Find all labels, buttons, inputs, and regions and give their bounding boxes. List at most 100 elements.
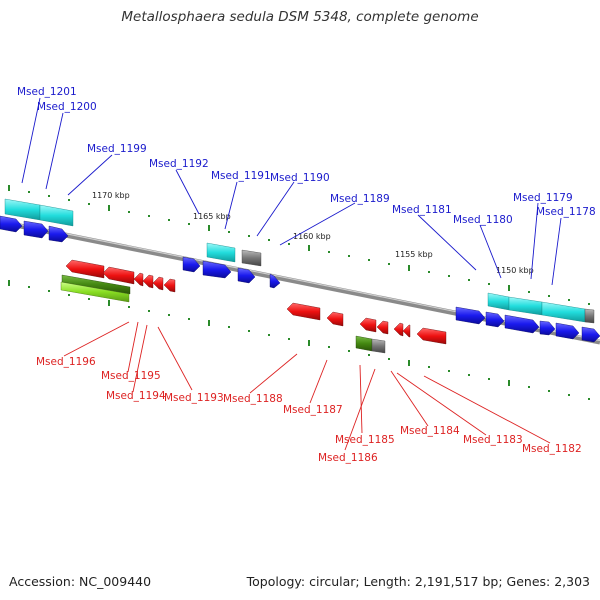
scale-tick: [548, 390, 550, 392]
gene-label[interactable]: Msed_1200: [37, 101, 97, 113]
gene-label[interactable]: Msed_1201: [17, 86, 77, 98]
gene-label[interactable]: Msed_1182: [522, 443, 582, 455]
scale-tick: [448, 370, 450, 372]
reverse-gene[interactable]: [393, 322, 404, 337]
scale-tick: [528, 291, 530, 293]
scale-tick: [368, 354, 370, 356]
gene-label[interactable]: Msed_1194: [106, 390, 166, 402]
forward-leader-lines: [21, 97, 562, 286]
gene-label[interactable]: Msed_1185: [335, 434, 395, 446]
reverse-gene[interactable]: [326, 311, 344, 327]
scale-tick: [128, 211, 130, 213]
reverse-gene[interactable]: [376, 320, 389, 335]
scale-tick: [328, 346, 330, 348]
scale-tick: [188, 318, 190, 320]
scale-tick: [8, 280, 10, 286]
scale-tick: [68, 294, 70, 296]
scale-tick: [428, 366, 430, 368]
reverse-gene[interactable]: [133, 272, 144, 287]
kbp-label: 1170 kbp: [92, 191, 130, 200]
rna-feature[interactable]: [61, 274, 131, 295]
forward-gene[interactable]: [555, 322, 580, 340]
forward-gene[interactable]: [48, 225, 69, 243]
scale-tick: [588, 303, 590, 305]
scale-tick: [228, 326, 230, 328]
forward-gene[interactable]: [581, 326, 600, 343]
gene-label[interactable]: Msed_1181: [392, 204, 452, 216]
reverse-gene[interactable]: [286, 302, 321, 321]
gene-label[interactable]: Msed_1180: [453, 214, 513, 226]
scale-tick: [48, 290, 50, 292]
scale-tick: [508, 285, 510, 291]
reverse-gene[interactable]: [402, 324, 411, 338]
pseudo-feature[interactable]: [371, 338, 386, 354]
gene-label[interactable]: Msed_1191: [211, 170, 271, 182]
rna-feature[interactable]: [508, 296, 543, 316]
gene-label[interactable]: Msed_1179: [513, 192, 573, 204]
rna-feature[interactable]: [4, 198, 41, 221]
accession-text: Accession: NC_009440: [9, 574, 152, 589]
scale-tick: [168, 314, 170, 316]
scale-ticks-upper: [8, 185, 590, 305]
gene-label[interactable]: Msed_1199: [87, 143, 147, 155]
gene-label[interactable]: Msed_1178: [536, 206, 596, 218]
reverse-gene[interactable]: [152, 276, 164, 291]
gene-label[interactable]: Msed_1187: [283, 404, 343, 416]
scale-tick: [388, 358, 390, 360]
scale-tick: [508, 380, 510, 386]
gene-label[interactable]: Msed_1195: [101, 370, 161, 382]
rna-feature[interactable]: [355, 335, 373, 352]
gene-label[interactable]: Msed_1192: [149, 158, 209, 170]
scale-tick: [208, 225, 210, 231]
gene-label[interactable]: Msed_1184: [400, 425, 460, 437]
gene-label[interactable]: Msed_1196: [36, 356, 96, 368]
reverse-gene[interactable]: [102, 266, 135, 285]
pseudo-feature[interactable]: [241, 249, 262, 267]
scale-tick: [88, 298, 90, 300]
rna-feature[interactable]: [541, 301, 586, 323]
forward-gene[interactable]: [182, 256, 201, 273]
reverse-gene[interactable]: [142, 274, 154, 289]
scale-tick: [328, 251, 330, 253]
gene-label[interactable]: Msed_1186: [318, 452, 378, 464]
reverse-gene[interactable]: [65, 259, 105, 279]
gene-label[interactable]: Msed_1188: [223, 393, 283, 405]
scale-tick: [148, 215, 150, 217]
forward-gene[interactable]: [269, 273, 281, 289]
pseudo-feature[interactable]: [584, 308, 595, 324]
scale-tick: [288, 338, 290, 340]
gene-label[interactable]: Msed_1183: [463, 434, 523, 446]
scale-tick: [388, 263, 390, 265]
forward-gene[interactable]: [539, 320, 556, 336]
scale-tick: [8, 185, 10, 191]
rna-feature[interactable]: [39, 204, 74, 227]
rna-feature[interactable]: [487, 292, 510, 311]
reverse-rna-track: [60, 274, 386, 354]
kbp-label: 1155 kbp: [395, 250, 433, 259]
forward-gene[interactable]: [202, 260, 232, 279]
scale-tick: [488, 378, 490, 380]
forward-gene[interactable]: [23, 220, 49, 239]
reverse-gene[interactable]: [416, 327, 447, 345]
scale-tick: [568, 394, 570, 396]
forward-gene[interactable]: [504, 314, 540, 334]
forward-gene[interactable]: [237, 267, 256, 284]
rna-feature[interactable]: [60, 281, 130, 303]
scale-tick: [348, 255, 350, 257]
forward-gene[interactable]: [455, 306, 486, 325]
gene-label[interactable]: Msed_1190: [270, 172, 330, 184]
reverse-gene[interactable]: [359, 317, 377, 333]
gene-label[interactable]: Msed_1193: [164, 392, 224, 404]
forward-gene-track: [0, 215, 600, 343]
forward-gene[interactable]: [485, 311, 505, 328]
scale-tick: [468, 374, 470, 376]
reverse-gene[interactable]: [163, 278, 176, 293]
scale-tick: [188, 223, 190, 225]
scale-ticks-lower: [8, 280, 590, 400]
scale-tick: [108, 300, 110, 306]
rna-feature[interactable]: [206, 242, 236, 263]
forward-gene[interactable]: [0, 215, 23, 233]
scale-tick: [368, 259, 370, 261]
gene-label[interactable]: Msed_1189: [330, 193, 390, 205]
